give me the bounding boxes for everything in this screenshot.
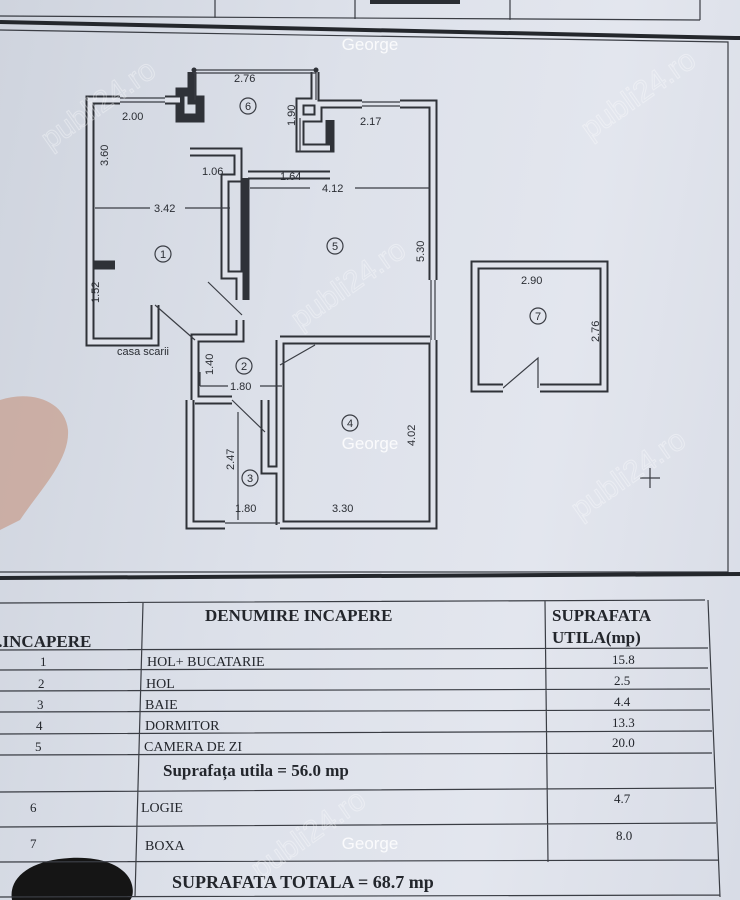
row-nr: 4: [36, 718, 43, 733]
row-area: 13.3: [612, 715, 635, 730]
author-watermark: George: [342, 834, 399, 853]
row-name: HOL: [146, 677, 175, 692]
row-nr: 6: [30, 800, 37, 815]
table-row: 6 LOGIE 4.7: [30, 791, 631, 816]
dim-label: 2.76: [234, 73, 255, 85]
room-number: 7: [535, 311, 541, 323]
plan-frame: [0, 29, 729, 573]
site-watermark: publi24.ro: [565, 423, 692, 526]
table-row: 3 BAIE 4.4: [37, 694, 631, 713]
header-name: DENUMIRE INCAPERE: [205, 606, 392, 625]
site-watermark: publi24.ro: [575, 43, 702, 146]
dim-label: 1.90: [286, 105, 298, 126]
dim-label: 3.30: [332, 503, 353, 515]
table-row: 1 HOL+ BUCATARIE 15.8: [40, 652, 635, 670]
row-area: 4.4: [614, 694, 631, 709]
dim-label: 1.40: [204, 354, 216, 375]
dim-label: 1.80: [230, 381, 251, 393]
dim-label: 1.52: [90, 282, 102, 303]
dim-label: 5.30: [415, 241, 427, 262]
room-number: 6: [245, 101, 251, 113]
subtotal-label: Suprafața utila = 56.0 mp: [163, 761, 349, 781]
row-nr: 7: [30, 836, 37, 851]
room-number: 3: [247, 473, 253, 485]
room-number: 5: [332, 241, 338, 253]
dim-label: 2.76: [590, 321, 602, 342]
dim-label: 4.12: [322, 183, 343, 195]
dim-label: 2.00: [122, 111, 143, 123]
finger: [0, 396, 69, 530]
frame-top: [0, 20, 740, 40]
room-number: 2: [241, 361, 247, 373]
row-name: BOXA: [145, 839, 186, 854]
row-name: LOGIE: [141, 801, 183, 816]
site-watermark: publi24.ro: [285, 233, 412, 336]
row-name: CAMERA DE ZI: [144, 740, 242, 755]
dim-label: 3.60: [99, 145, 111, 166]
frame-divider: [0, 572, 740, 580]
room-number: 4: [347, 418, 353, 430]
row-nr: 2: [38, 676, 45, 691]
watermarks: publi24.ro publi24.ro publi24.ro publi24…: [35, 35, 703, 886]
row-nr: 3: [37, 697, 44, 712]
table-row: 7 BOXA 8.0: [30, 828, 632, 854]
previous-table-fragment: [0, 0, 701, 21]
row-name: BAIE: [145, 698, 178, 713]
stair-label: casa scarii: [117, 346, 169, 358]
dim-label: 1.64: [280, 171, 301, 183]
rooms-table: R.INCAPERE DENUMIRE INCAPERE SUPRAFATA U…: [0, 599, 721, 898]
redaction-scribble: [11, 857, 133, 900]
site-watermark: publi24.ro: [35, 53, 162, 156]
row-area: 4.7: [614, 791, 631, 806]
dim-label: 2.90: [521, 275, 542, 287]
walls: [85, 67, 660, 530]
dimension-labels: 2.76 1.90 2.00 3.60 3.42 1.52 1.06 2.17 …: [90, 73, 602, 515]
row-name: HOL+ BUCATARIE: [147, 655, 265, 670]
header-area: SUPRAFATA: [552, 606, 652, 625]
table-row: 2 HOL 2.5: [38, 673, 630, 692]
room-markers: 1 2 3 4 5 6 7: [154, 97, 547, 487]
dim-label: 4.02: [406, 425, 418, 446]
row-area: 2.5: [614, 673, 630, 688]
author-watermark: George: [342, 35, 399, 54]
dim-label: 1.80: [235, 503, 256, 515]
row-area: 20.0: [612, 735, 635, 750]
dim-label: 2.47: [225, 449, 237, 470]
total-label: SUPRAFATA TOTALA = 68.7 mp: [172, 872, 434, 892]
table-row: 4 DORMITOR 13.3: [36, 715, 635, 734]
header-nr: R.INCAPERE: [0, 632, 91, 651]
row-nr: 5: [35, 739, 42, 754]
row-area: 8.0: [616, 828, 632, 843]
header-area-unit: UTILA(mp): [552, 628, 641, 647]
row-nr: 1: [40, 654, 47, 669]
room-number: 1: [160, 249, 166, 261]
row-name: DORMITOR: [145, 719, 220, 734]
dim-label: 2.17: [360, 116, 381, 128]
author-watermark: George: [342, 434, 399, 453]
dim-label: 1.06: [202, 166, 223, 178]
dim-label: 3.42: [154, 203, 175, 215]
table-row: 5 CAMERA DE ZI 20.0: [35, 735, 635, 755]
row-area: 15.8: [612, 652, 635, 667]
